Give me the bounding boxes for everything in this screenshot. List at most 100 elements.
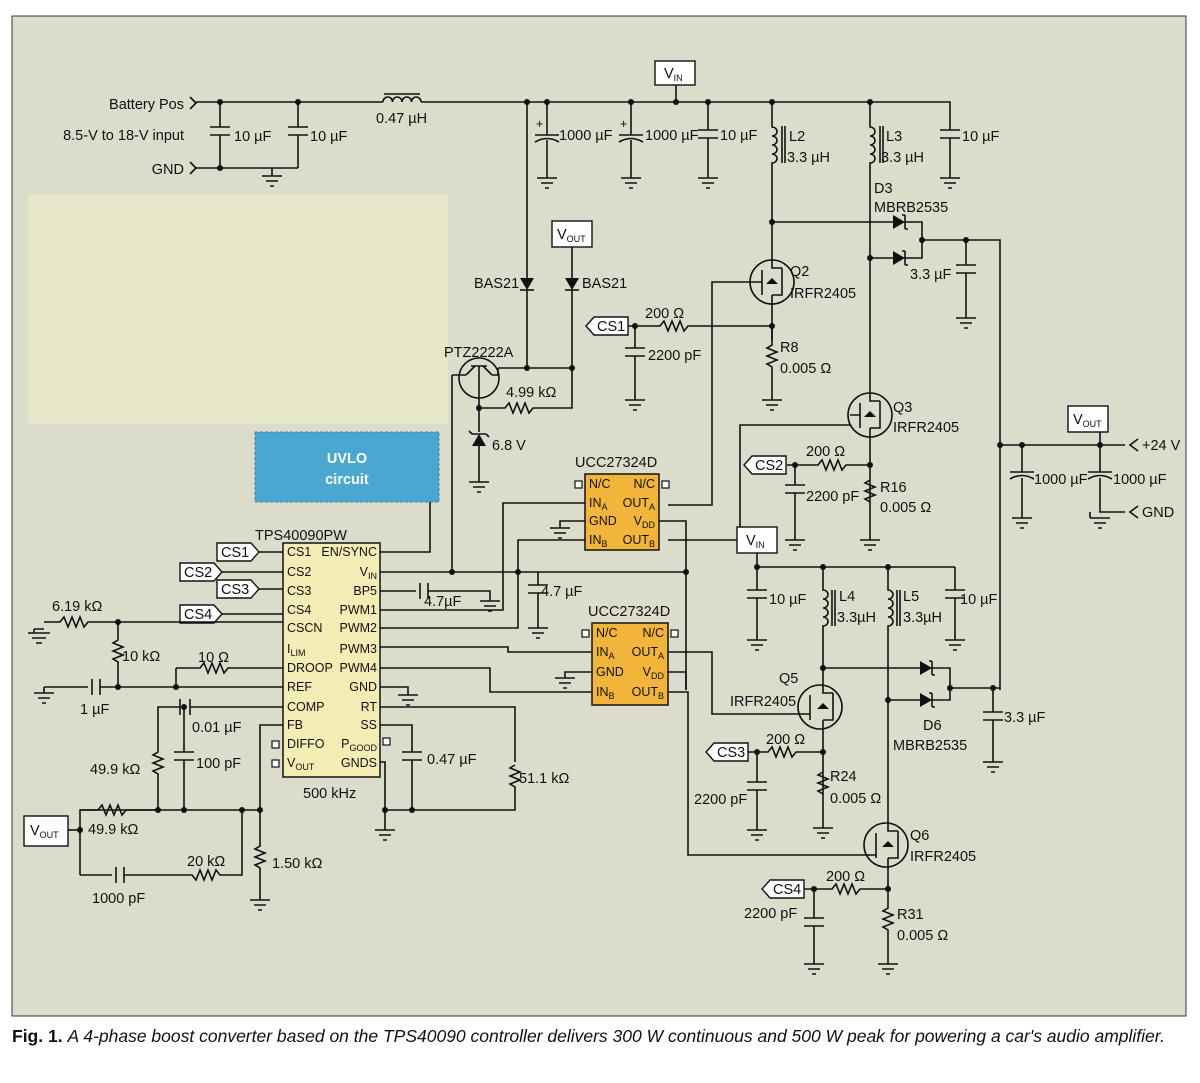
svg-text:20 kΩ: 20 kΩ — [187, 854, 225, 870]
drv1-pins-out-0: N/C — [633, 477, 655, 491]
c-vin-right — [870, 101, 960, 189]
svg-text:6.19 kΩ: 6.19 kΩ — [52, 599, 102, 615]
caption-label: Fig. 1. — [12, 1026, 63, 1046]
c-l5 — [945, 567, 965, 651]
zener-diode — [472, 434, 486, 446]
svg-text:1 µF: 1 µF — [80, 702, 109, 718]
svg-text:1.50 kΩ: 1.50 kΩ — [272, 856, 322, 872]
inductor-l5 — [887, 567, 894, 700]
cs-tag-right-3-label: CS3 — [717, 745, 745, 761]
svg-text:10 µF: 10 µF — [960, 592, 998, 608]
controller-pin-cscn: CSCN — [287, 621, 322, 635]
pwm2-wire — [380, 539, 585, 629]
cs-tag-left-1 — [216, 542, 260, 562]
svg-text:PTZ2222A: PTZ2222A — [444, 345, 514, 361]
svg-text:VOUT: VOUT — [30, 823, 59, 840]
c-in1-label: 10 µF — [234, 129, 272, 145]
svg-text:1000 pF: 1000 pF — [92, 891, 145, 907]
caption-text: A 4-phase boost converter based on the T… — [67, 1026, 1165, 1046]
r16 — [860, 479, 880, 551]
svg-text:VIN: VIN — [664, 66, 683, 83]
r8 — [762, 326, 782, 411]
svg-text:2200 pF: 2200 pF — [648, 348, 701, 364]
c-bulk2 — [618, 102, 644, 189]
output-rail-right — [922, 239, 1001, 690]
c-in2 — [288, 102, 308, 168]
driver2-ic — [591, 622, 669, 706]
inductor-l2 — [771, 102, 778, 222]
controller-pin-ensync: EN/SYNC — [321, 545, 377, 559]
inductor-l3 — [869, 102, 876, 258]
svg-text:51.1 kΩ: 51.1 kΩ — [519, 771, 569, 787]
input-range-label: 8.5-V to 18-V input — [63, 128, 184, 144]
c-d3 — [956, 240, 976, 329]
r-droop — [176, 660, 283, 676]
svg-text:L5: L5 — [903, 589, 919, 605]
c-bp5 — [528, 572, 548, 639]
cs-tag-right-1-label: CS1 — [597, 319, 625, 335]
battery-pos-label: Battery Pos — [109, 97, 184, 113]
c-bulk3 — [698, 102, 718, 189]
controller-pin-gnd: GND — [349, 680, 377, 694]
controller-pin-cs2: CS2 — [287, 565, 311, 579]
svg-text:0.01 µF: 0.01 µF — [192, 720, 242, 736]
c-bulk3-label: 10 µF — [720, 128, 758, 144]
r-cs4 — [800, 881, 888, 897]
svg-text:BAS21: BAS21 — [474, 276, 519, 292]
c-bulk1 — [534, 102, 560, 189]
svg-text:3.3 µH: 3.3 µH — [881, 150, 924, 166]
vout-tag-left — [23, 815, 69, 847]
c-ref — [44, 679, 283, 695]
drv2-pins-out-3: OUTB — [632, 685, 664, 701]
controller-pin-ref: REF — [287, 680, 312, 694]
r-fb3 — [124, 810, 243, 883]
svg-text:+: + — [536, 117, 543, 131]
controller-ic — [282, 542, 381, 778]
svg-text:VIN: VIN — [746, 533, 765, 550]
diode-bas21-b — [565, 278, 579, 290]
svg-text:L3: L3 — [886, 129, 902, 145]
svg-text:4.99 kΩ: 4.99 kΩ — [506, 385, 556, 401]
input-gnd-label: GND — [152, 162, 184, 178]
svg-text:1000 µF: 1000 µF — [1113, 472, 1167, 488]
r24 — [813, 771, 833, 839]
svg-text:500 kHz: 500 kHz — [303, 786, 356, 802]
cs-tag-right-3 — [705, 742, 749, 762]
svg-text:R24: R24 — [830, 769, 857, 785]
gate-q5 — [668, 651, 800, 715]
r-cs1 — [622, 318, 772, 334]
vout-tag-mid — [551, 220, 593, 248]
controller-pin-cs3: CS3 — [287, 584, 311, 598]
c-cs2 — [785, 465, 805, 551]
figure-caption: Fig. 1. A 4-phase boost converter based … — [12, 1024, 1188, 1049]
vin-tag-top — [654, 60, 696, 86]
svg-text:10 Ω: 10 Ω — [198, 650, 229, 666]
mosfet-q6 — [863, 822, 909, 868]
svg-text:200 Ω: 200 Ω — [766, 732, 805, 748]
schematic-diagram: Battery Pos 8.5-V to 18-V input GND 10 µ… — [11, 15, 1187, 1017]
svg-text:0.47 µF: 0.47 µF — [427, 752, 477, 768]
svg-text:BAS21: BAS21 — [582, 276, 627, 292]
drv1-pins-in-2: GND — [589, 514, 617, 528]
c-fb2 — [80, 867, 125, 883]
ground-symbol — [262, 168, 282, 187]
svg-text:L2: L2 — [789, 129, 805, 145]
svg-text:Q3: Q3 — [893, 400, 912, 416]
driver1-name: UCC27324D — [575, 455, 657, 471]
svg-text:10 µF: 10 µF — [962, 129, 1000, 145]
r31 — [878, 900, 898, 975]
svg-text:VOUT: VOUT — [1073, 412, 1102, 429]
drv2-pins-out-1: OUTA — [632, 645, 664, 661]
svg-text:49.9 kΩ: 49.9 kΩ — [88, 822, 138, 838]
output-gnd-label: GND — [1142, 505, 1174, 521]
drv1-pins-in-1: INA — [589, 496, 608, 512]
svg-text:3.3 µH: 3.3 µH — [787, 150, 830, 166]
input-inductor-label: 0.47 µH — [376, 111, 427, 127]
svg-text:R16: R16 — [880, 480, 907, 496]
svg-text:0.005 Ω: 0.005 Ω — [780, 361, 831, 377]
controller-pin-gnds: GNDS — [341, 756, 377, 770]
svg-text:IRFR2405: IRFR2405 — [893, 420, 959, 436]
cs-tag-right-4 — [761, 879, 805, 899]
mosfet-q5 — [797, 684, 843, 730]
